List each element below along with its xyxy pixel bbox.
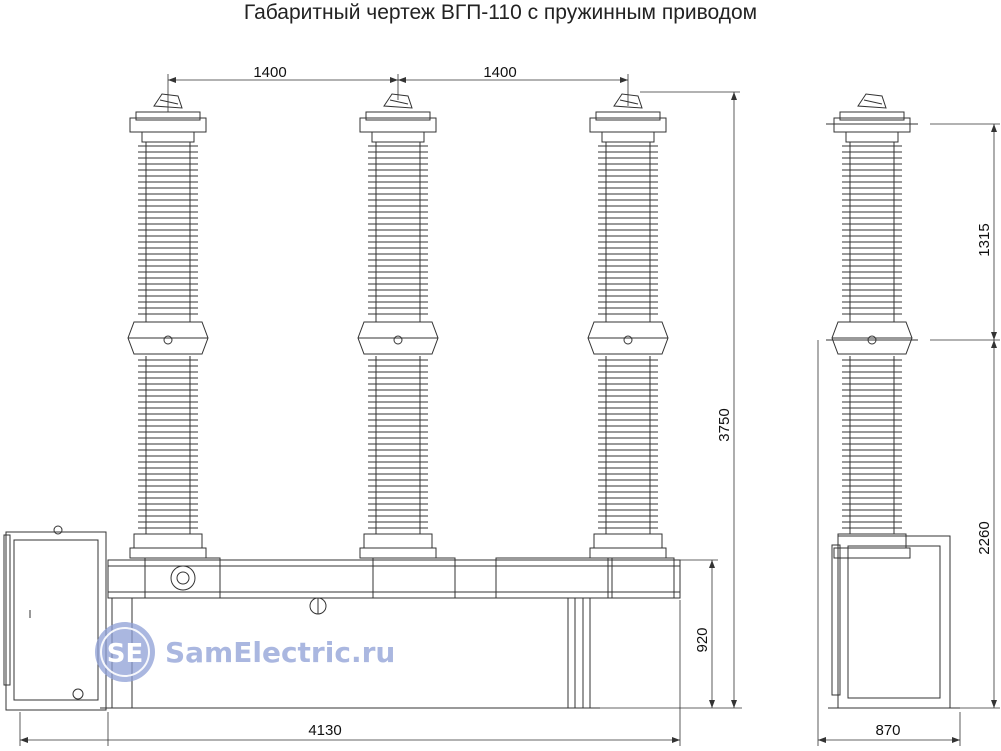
terminal-icon xyxy=(153,93,183,109)
side-insulator-pole xyxy=(826,93,918,559)
beam-flange-middle xyxy=(372,557,456,599)
dim-pole-spacing-1: 1400 xyxy=(253,64,286,81)
insulator-pole-1 xyxy=(127,93,209,559)
dim-side-width: 870 xyxy=(875,722,900,739)
terminal-icon xyxy=(383,93,413,109)
insulator-columns xyxy=(127,93,669,559)
beam-flange-left xyxy=(144,557,221,599)
dim-total-length: 4130 xyxy=(308,722,341,739)
dim-total-height: 3750 xyxy=(716,408,733,441)
terminal-icon xyxy=(613,93,643,109)
terminal-icon xyxy=(857,93,887,109)
dim-upper-section-height: 1315 xyxy=(976,223,993,256)
watermark-logo-icon xyxy=(95,622,155,682)
side-view-column xyxy=(826,93,918,559)
support-frame xyxy=(100,557,681,709)
cabinet-body-side xyxy=(837,535,951,709)
watermark: SE SamElectric.ru xyxy=(95,622,395,682)
dim-pole-spacing-2: 1400 xyxy=(483,64,516,81)
dim-base-height: 920 xyxy=(694,627,711,652)
watermark-site: SamElectric.ru xyxy=(165,636,395,669)
watermark-logo-text: SE xyxy=(107,639,144,669)
gear-mechanism-icon xyxy=(170,565,196,591)
insulator-pole-3 xyxy=(587,93,669,559)
cabinet-body-front xyxy=(5,531,107,711)
beam-flange-right xyxy=(495,557,609,599)
dim-lower-section-height: 2260 xyxy=(976,521,993,554)
drawing-title: Габаритный чертеж ВГП-110 с пружинным пр… xyxy=(243,1,758,24)
side-view-cabinet xyxy=(828,535,960,709)
insulator-pole-2 xyxy=(357,93,439,559)
dimension-arrows xyxy=(20,77,997,743)
spring-drive-cabinet xyxy=(3,525,107,711)
support-leg-right xyxy=(567,597,591,709)
